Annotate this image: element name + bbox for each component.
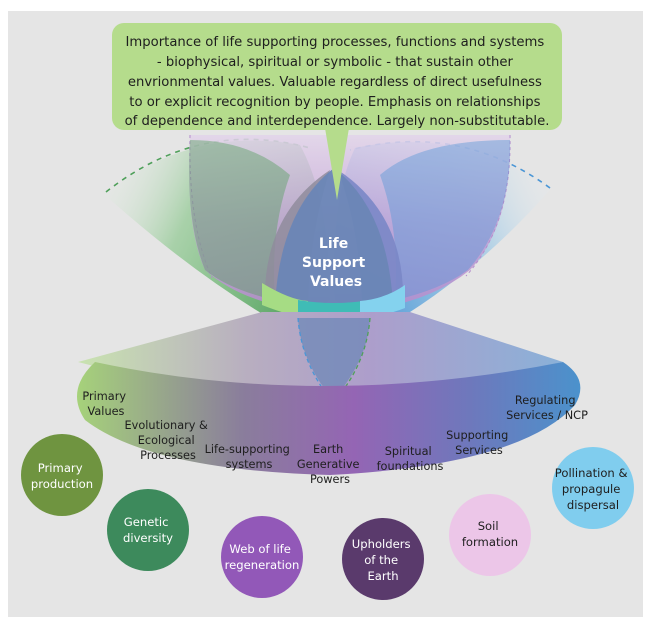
fan-band — [77, 362, 581, 475]
callout-line-4: to or explicit recognition by people. Em… — [129, 95, 540, 110]
circle-label-line: Pollination & — [555, 466, 628, 480]
circle-label-line: propagule — [562, 482, 621, 496]
center-lens — [275, 168, 393, 305]
callout-line-3: envrionmental values. Valuable regardles… — [128, 75, 542, 90]
svg-text:Genetic diversity: Genetic diversity — [123, 515, 173, 545]
circle-shape — [449, 494, 531, 576]
band-label-supporting-services: Supporting Services — [446, 429, 512, 457]
callout-line-5: of dependence and interdependence. Large… — [125, 114, 550, 129]
callout-pointer — [325, 128, 349, 200]
circle-label-line: of the — [364, 553, 398, 567]
band-label-line: Generative — [297, 458, 360, 471]
circle-label-line: regeneration — [225, 558, 300, 572]
circle-label-line: diversity — [123, 531, 173, 545]
band-label-line: Earth — [313, 443, 343, 456]
green-overlap — [189, 140, 290, 300]
circle-shape — [342, 518, 424, 600]
band-label-earth-generative-powers: Earth Generative Powers — [297, 443, 363, 486]
band-label-regulating-services-ncp: Regulating Services / NCP — [506, 394, 588, 422]
svg-text:Pollination & propagule: Pollination & propagule dispersal — [555, 466, 631, 512]
purple-lens-dashed-edge-left — [189, 134, 213, 279]
circle-label-line: Web of life — [229, 542, 290, 556]
circle-label-line: Soil — [478, 519, 499, 533]
svg-text:Web of life regeneration: Web of life regeneration — [225, 542, 300, 572]
callout-box — [112, 23, 562, 130]
circle-shape — [221, 516, 303, 598]
ring-band-blue — [360, 285, 405, 318]
band-label-line: Regulating — [515, 394, 576, 407]
circle-label-line: production — [31, 477, 93, 491]
band-label-line: Powers — [310, 473, 350, 486]
blue-overlap — [380, 140, 511, 300]
circle-pollination-propagule-dispersal: Pollination & propagule dispersal — [552, 447, 634, 529]
callout-bubble: Importance of life supporting processes,… — [112, 23, 562, 200]
callout-line-2: - biophysical, spiritual or symbolic - t… — [157, 55, 514, 70]
svg-text:Primary production: Primary production — [31, 461, 93, 491]
ring-band-green — [262, 283, 308, 318]
band-label-line: Values — [88, 405, 125, 418]
center-label-line-2: Support — [302, 255, 366, 271]
circle-label-line: dispersal — [567, 498, 619, 512]
band-label-line: Life-supporting — [205, 443, 290, 456]
svg-text:Importance of life supporting: Importance of life supporting processes,… — [125, 35, 550, 129]
circle-label-line: Upholders — [352, 537, 411, 551]
circle-shape — [552, 447, 634, 529]
circle-label-line: Genetic — [124, 515, 169, 529]
band-label-line: Spiritual — [385, 445, 432, 458]
circle-genetic-diversity: Genetic diversity — [107, 489, 189, 571]
center-label-line-1: Life — [319, 236, 348, 252]
callout-line-1: Importance of life supporting processes,… — [126, 35, 545, 50]
center-label: Life Support Values — [302, 236, 370, 290]
band-label-evolutionary-ecological-processes: Evolutionary & Ecological Processes — [125, 419, 212, 462]
circle-upholders-of-the-earth: Upholders of the Earth — [342, 518, 424, 600]
band-label-line: Services — [455, 444, 503, 457]
band-label-life-supporting-systems: Life-supporting systems — [205, 443, 294, 471]
circle-label-line: Primary — [38, 461, 83, 475]
band-label-line: systems — [226, 458, 273, 471]
circle-shape — [21, 434, 103, 516]
circle-primary-production: Primary production — [21, 434, 103, 516]
band-label-line: foundations — [377, 460, 444, 473]
band-label-line: Processes — [140, 449, 196, 462]
band-label-line: Supporting — [446, 429, 508, 442]
circle-web-of-life-regeneration: Web of life regeneration — [221, 516, 303, 598]
svg-text:Soil formation: Soil formation — [462, 519, 518, 549]
purple-lens-dashed-edge-right — [465, 134, 511, 277]
band-label-primary-values: Primary Values — [82, 390, 129, 418]
svg-text:Upholders of the E: Upholders of the Earth — [352, 537, 415, 583]
center-lens-lower — [298, 318, 370, 400]
band-label-line: Ecological — [138, 434, 195, 447]
circle-label-line: formation — [462, 535, 518, 549]
center-label-line-3: Values — [310, 274, 362, 290]
band-label-line: Services / NCP — [506, 409, 588, 422]
circle-soil-formation: Soil formation — [449, 494, 531, 576]
band-label-line: Primary — [82, 390, 126, 403]
circle-label-line: Earth — [367, 569, 398, 583]
circle-shape — [107, 489, 189, 571]
band-label-spiritual-foundations: Spiritual foundations — [377, 445, 444, 473]
band-label-line: Evolutionary & — [125, 419, 209, 432]
